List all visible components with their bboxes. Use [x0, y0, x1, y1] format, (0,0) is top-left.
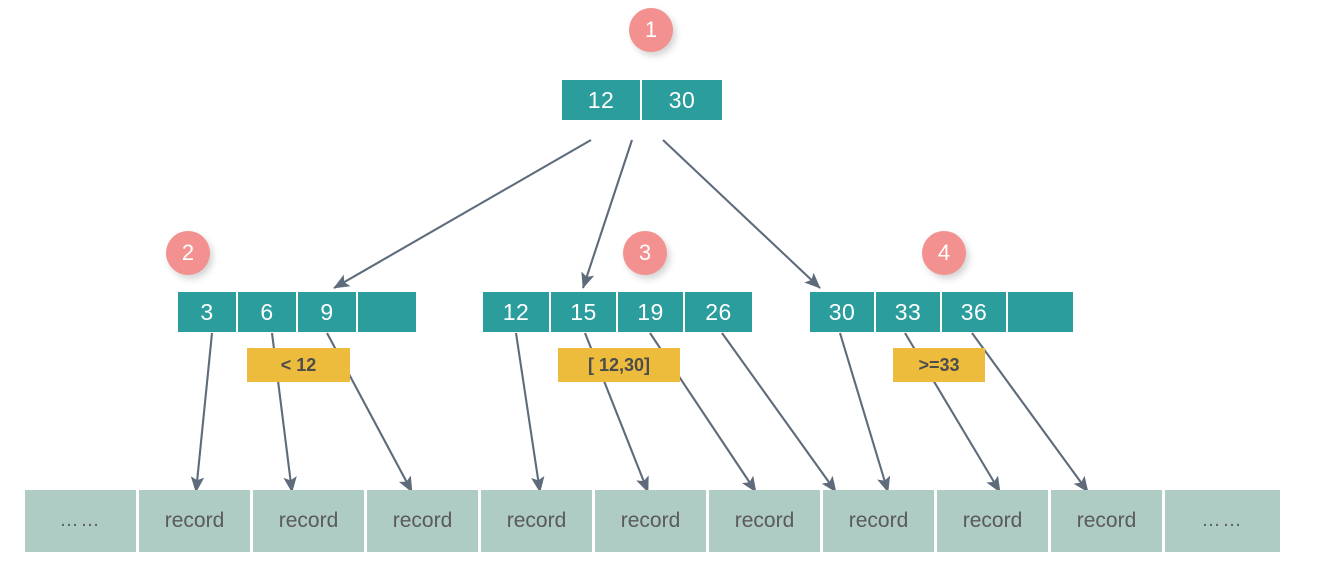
- leaf3-cell-3[interactable]: 26: [685, 292, 752, 332]
- badge-2: 2: [166, 231, 210, 275]
- leaf2-cell-0[interactable]: 3: [178, 292, 238, 332]
- edge-node2-c1-to-record: [190, 332, 214, 493]
- edge-node4-c1-to-record: [838, 332, 891, 493]
- leaf4-cell-0[interactable]: 30: [810, 292, 876, 332]
- edge-node3-c1-to-record: [514, 332, 545, 493]
- root-cell-0[interactable]: 12: [562, 80, 642, 120]
- leaf3-cell-0[interactable]: 12: [483, 292, 551, 332]
- record-cell-1[interactable]: record: [139, 490, 253, 552]
- badge-1: 1: [629, 8, 673, 52]
- leaf2-cell-1[interactable]: 6: [238, 292, 298, 332]
- range-label-12-to-30: [ 12,30]: [558, 348, 680, 382]
- record-cell-end-ellipsis: ……: [1165, 490, 1280, 552]
- range-label-ge-33: >=33: [893, 348, 985, 382]
- root-node[interactable]: 12 30: [562, 80, 722, 120]
- record-cell-7[interactable]: record: [823, 490, 937, 552]
- record-cell-3[interactable]: record: [367, 490, 481, 552]
- record-cell-5[interactable]: record: [595, 490, 709, 552]
- leaf3-cell-2[interactable]: 19: [618, 292, 685, 332]
- badge-3: 3: [623, 231, 667, 275]
- range-label-less-than-12: < 12: [247, 348, 350, 382]
- edge-node3-c4-to-record: [721, 332, 837, 493]
- leaf4-cell-2[interactable]: 36: [942, 292, 1008, 332]
- record-cell-start-ellipsis: ……: [25, 490, 139, 552]
- leaf2-cell-2[interactable]: 9: [298, 292, 358, 332]
- record-cell-9[interactable]: record: [1051, 490, 1165, 552]
- leaf-node-4[interactable]: 30 33 36: [810, 292, 1073, 332]
- badge-4: 4: [922, 231, 966, 275]
- record-cell-6[interactable]: record: [709, 490, 823, 552]
- leaf4-cell-1[interactable]: 33: [876, 292, 942, 332]
- leaf-node-2[interactable]: 3 6 9: [178, 292, 416, 332]
- root-cell-1[interactable]: 30: [642, 80, 722, 120]
- record-cell-2[interactable]: record: [253, 490, 367, 552]
- leaf3-cell-1[interactable]: 15: [551, 292, 618, 332]
- leaf4-cell-3[interactable]: [1008, 292, 1073, 332]
- record-cell-4[interactable]: record: [481, 490, 595, 552]
- edge-root-to-node3: [581, 139, 633, 289]
- edge-root-to-node2: [333, 139, 592, 289]
- leaf-node-3[interactable]: 12 15 19 26: [483, 292, 752, 332]
- record-strip: …… record record record record record re…: [25, 490, 1280, 552]
- leaf2-cell-3[interactable]: [358, 292, 416, 332]
- edge-node4-c3-to-record: [971, 332, 1089, 493]
- record-cell-8[interactable]: record: [937, 490, 1051, 552]
- edge-root-to-node4: [662, 139, 821, 289]
